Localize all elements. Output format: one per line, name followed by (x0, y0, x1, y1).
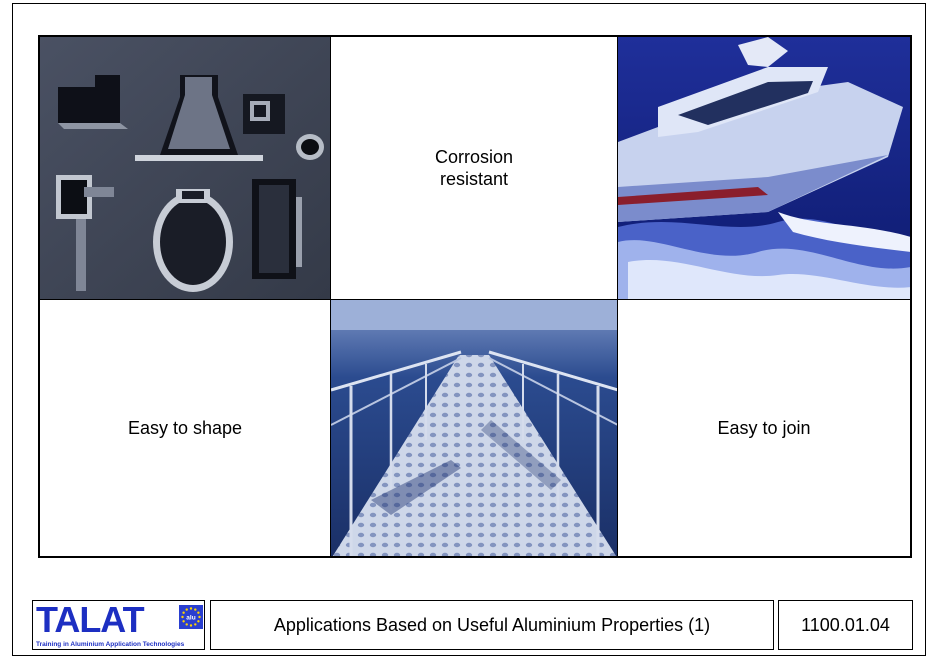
easy-to-join-cell: Easy to join (618, 299, 910, 556)
slide-code: 1100.01.04 (801, 614, 890, 635)
slide-title: Applications Based on Useful Aluminium P… (273, 614, 711, 635)
talat-logo: TALAT alu Training in Aluminium Applicat… (32, 600, 205, 650)
slide-code-box: 1100.01.04 (778, 600, 913, 650)
easy-to-join-label: Easy to join (717, 418, 811, 438)
logo-badge-text: alu (186, 614, 195, 621)
corrosion-resistant-label: Corrosion resistant (434, 147, 514, 189)
boat-photo (618, 37, 910, 299)
extrusions-photo (40, 37, 331, 299)
talat-logo-text: TALAT (36, 599, 145, 640)
slide-title-box: Applications Based on Useful Aluminium P… (210, 600, 774, 650)
easy-to-shape-cell: Easy to shape (40, 299, 331, 556)
corrosion-resistant-cell: Corrosion resistant (331, 37, 618, 299)
easy-to-shape-label: Easy to shape (127, 418, 243, 438)
properties-grid: Corrosion resistant (38, 35, 912, 558)
talat-logo-subtitle: Training in Aluminium Application Techno… (36, 641, 185, 648)
eu-flag-icon: alu (179, 605, 203, 629)
walkway-photo (331, 299, 618, 556)
